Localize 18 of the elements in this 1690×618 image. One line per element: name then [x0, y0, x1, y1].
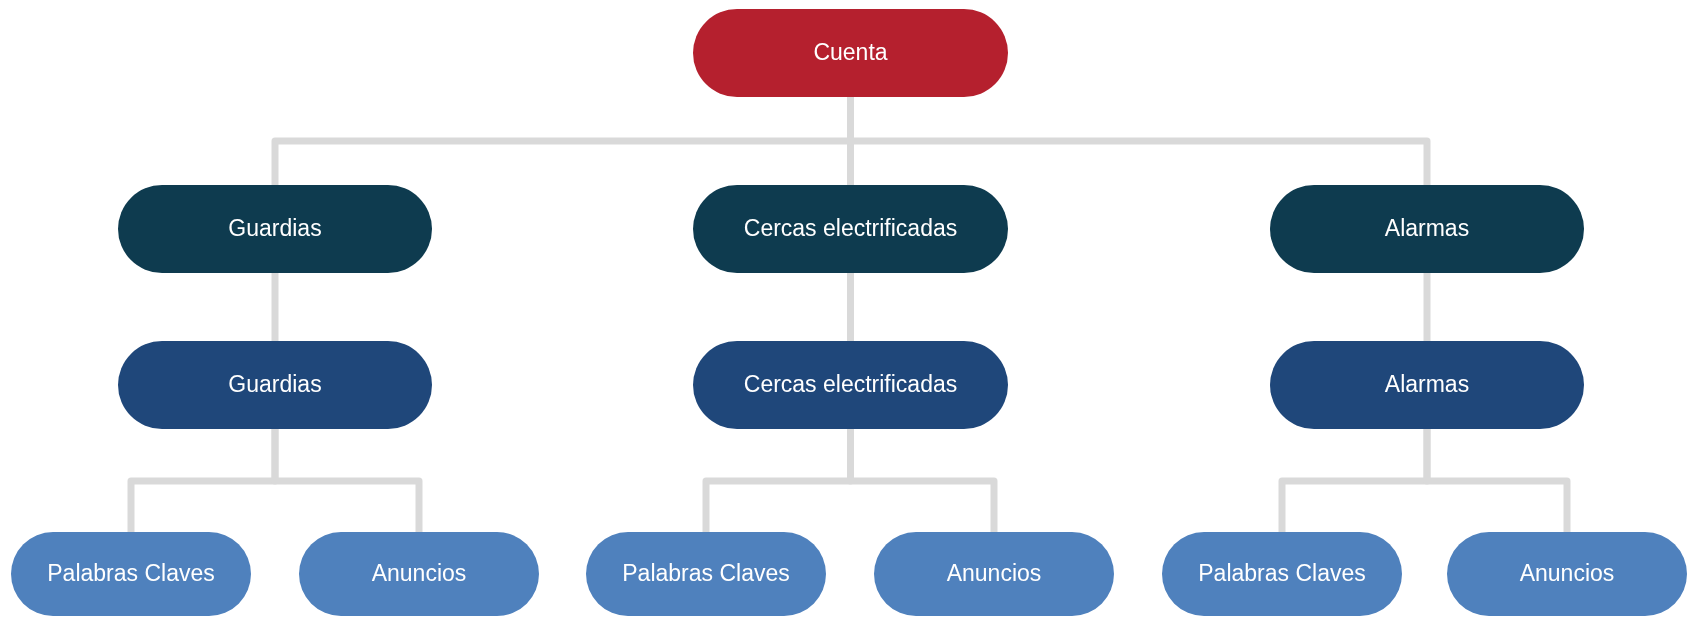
node-label: Alarmas: [1384, 214, 1470, 244]
node-label: Cuenta: [813, 38, 888, 68]
node-label: Palabras Claves: [1198, 559, 1366, 589]
node-label: Guardias: [228, 214, 322, 244]
node-label: Guardias: [228, 370, 322, 400]
connector-line: [271, 273, 279, 341]
node-label: Anuncios: [1519, 559, 1615, 589]
node-label: Cercas electrificadas: [743, 370, 958, 400]
node-label: Palabras Claves: [47, 559, 215, 589]
node-label: Alarmas: [1384, 370, 1470, 400]
connector-line: [1423, 429, 1571, 532]
node-label: Cercas electrificadas: [743, 214, 958, 244]
node-label: Anuncios: [371, 559, 467, 589]
connector-line: [1423, 273, 1431, 341]
node-label: Palabras Claves: [622, 559, 790, 589]
connector-line: [271, 429, 423, 532]
node-label: Anuncios: [946, 559, 1042, 589]
connector-line: [847, 273, 854, 341]
